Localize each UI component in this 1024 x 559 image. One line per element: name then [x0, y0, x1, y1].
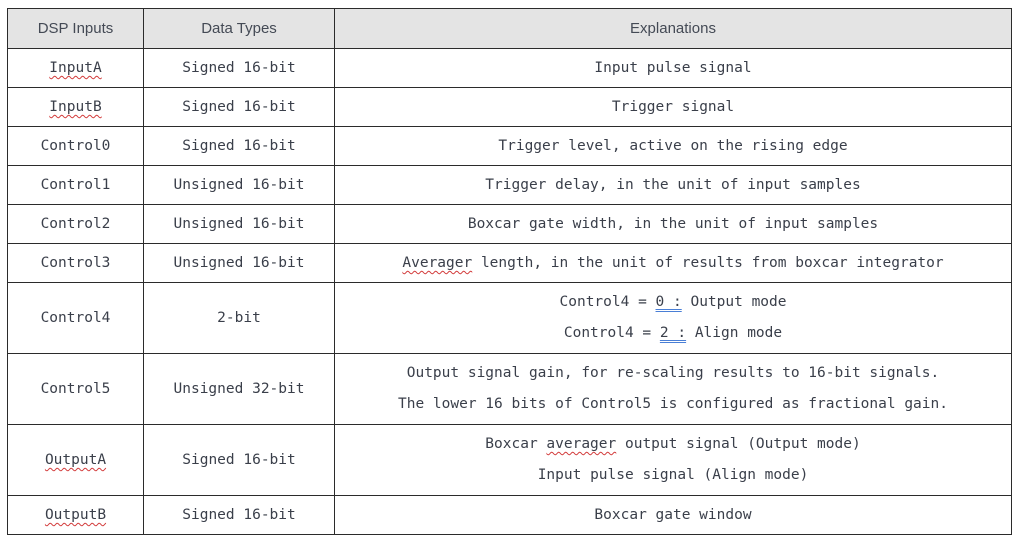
- signal-name: Control2: [7, 204, 144, 244]
- header-data-types: Data Types: [143, 8, 335, 49]
- signal-name: InputB: [49, 99, 102, 115]
- table-row-control1: Control1 Unsigned 16-bit Trigger delay, …: [7, 165, 1012, 205]
- data-type: Signed 16-bit: [143, 495, 335, 535]
- explanation: Averager length, in the unit of results …: [334, 243, 1012, 283]
- table-row-control4: Control4 2-bit Control4 = 0 : Output mod…: [7, 282, 1012, 354]
- table-row-outputb: OutputB Signed 16-bit Boxcar gate window: [7, 495, 1012, 535]
- explanation: Control4 = 0 : Output mode Control4 = 2 …: [334, 282, 1012, 354]
- explanation-line: Control4 = 0 : Output mode: [559, 294, 787, 310]
- signal-name: Control5: [7, 353, 144, 425]
- data-type: 2-bit: [143, 282, 335, 354]
- data-type: Unsigned 16-bit: [143, 204, 335, 244]
- explanation-line: Control4 = 2 : Align mode: [563, 325, 783, 341]
- signal-name: Control1: [7, 165, 144, 205]
- explanation: Input pulse signal: [334, 48, 1012, 88]
- spellcheck-word: averager: [546, 436, 617, 452]
- signal-name: OutputA: [44, 452, 107, 468]
- spellcheck-word: Averager: [402, 255, 473, 271]
- data-type: Signed 16-bit: [143, 424, 335, 496]
- table-row-control2: Control2 Unsigned 16-bit Boxcar gate wid…: [7, 204, 1012, 244]
- explanation-line: Input pulse signal (Align mode): [537, 467, 809, 483]
- data-type: Signed 16-bit: [143, 126, 335, 166]
- grammar-mark: 0 :: [655, 294, 682, 310]
- grammar-mark: 2 :: [659, 325, 687, 341]
- table-row-outputa: OutputA Signed 16-bit Boxcar averager ou…: [7, 424, 1012, 496]
- explanation-line: Output signal gain, for re-scaling resul…: [406, 365, 940, 381]
- signal-name: OutputB: [44, 507, 107, 523]
- explanation: Trigger signal: [334, 87, 1012, 127]
- explanation-line: The lower 16 bits of Control5 is configu…: [398, 396, 948, 412]
- explanation: Trigger level, active on the rising edge: [334, 126, 1012, 166]
- table-row-control3: Control3 Unsigned 16-bit Averager length…: [7, 243, 1012, 283]
- explanation: Output signal gain, for re-scaling resul…: [334, 353, 1012, 425]
- explanation: Boxcar averager output signal (Output mo…: [334, 424, 1012, 496]
- table-row-control0: Control0 Signed 16-bit Trigger level, ac…: [7, 126, 1012, 166]
- signal-name: InputA: [49, 60, 102, 76]
- header-explanations: Explanations: [334, 8, 1012, 49]
- header-dsp-inputs: DSP Inputs: [7, 8, 144, 49]
- data-type: Signed 16-bit: [143, 87, 335, 127]
- explanation: Boxcar gate width, in the unit of input …: [334, 204, 1012, 244]
- data-type: Unsigned 32-bit: [143, 353, 335, 425]
- table-row-control5: Control5 Unsigned 32-bit Output signal g…: [7, 353, 1012, 425]
- data-type: Unsigned 16-bit: [143, 165, 335, 205]
- signal-name: Control0: [7, 126, 144, 166]
- signal-name: Control4: [7, 282, 144, 354]
- dsp-io-table: DSP Inputs Data Types Explanations Input…: [7, 8, 1012, 535]
- explanation-line: Boxcar averager output signal (Output mo…: [485, 436, 861, 452]
- data-type: Signed 16-bit: [143, 48, 335, 88]
- table-row-inputb: InputB Signed 16-bit Trigger signal: [7, 87, 1012, 127]
- explanation: Trigger delay, in the unit of input samp…: [334, 165, 1012, 205]
- explanation: Boxcar gate window: [334, 495, 1012, 535]
- header-row: DSP Inputs Data Types Explanations: [7, 8, 1012, 49]
- data-type: Unsigned 16-bit: [143, 243, 335, 283]
- table-row-inputa: InputA Signed 16-bit Input pulse signal: [7, 48, 1012, 88]
- signal-name: Control3: [7, 243, 144, 283]
